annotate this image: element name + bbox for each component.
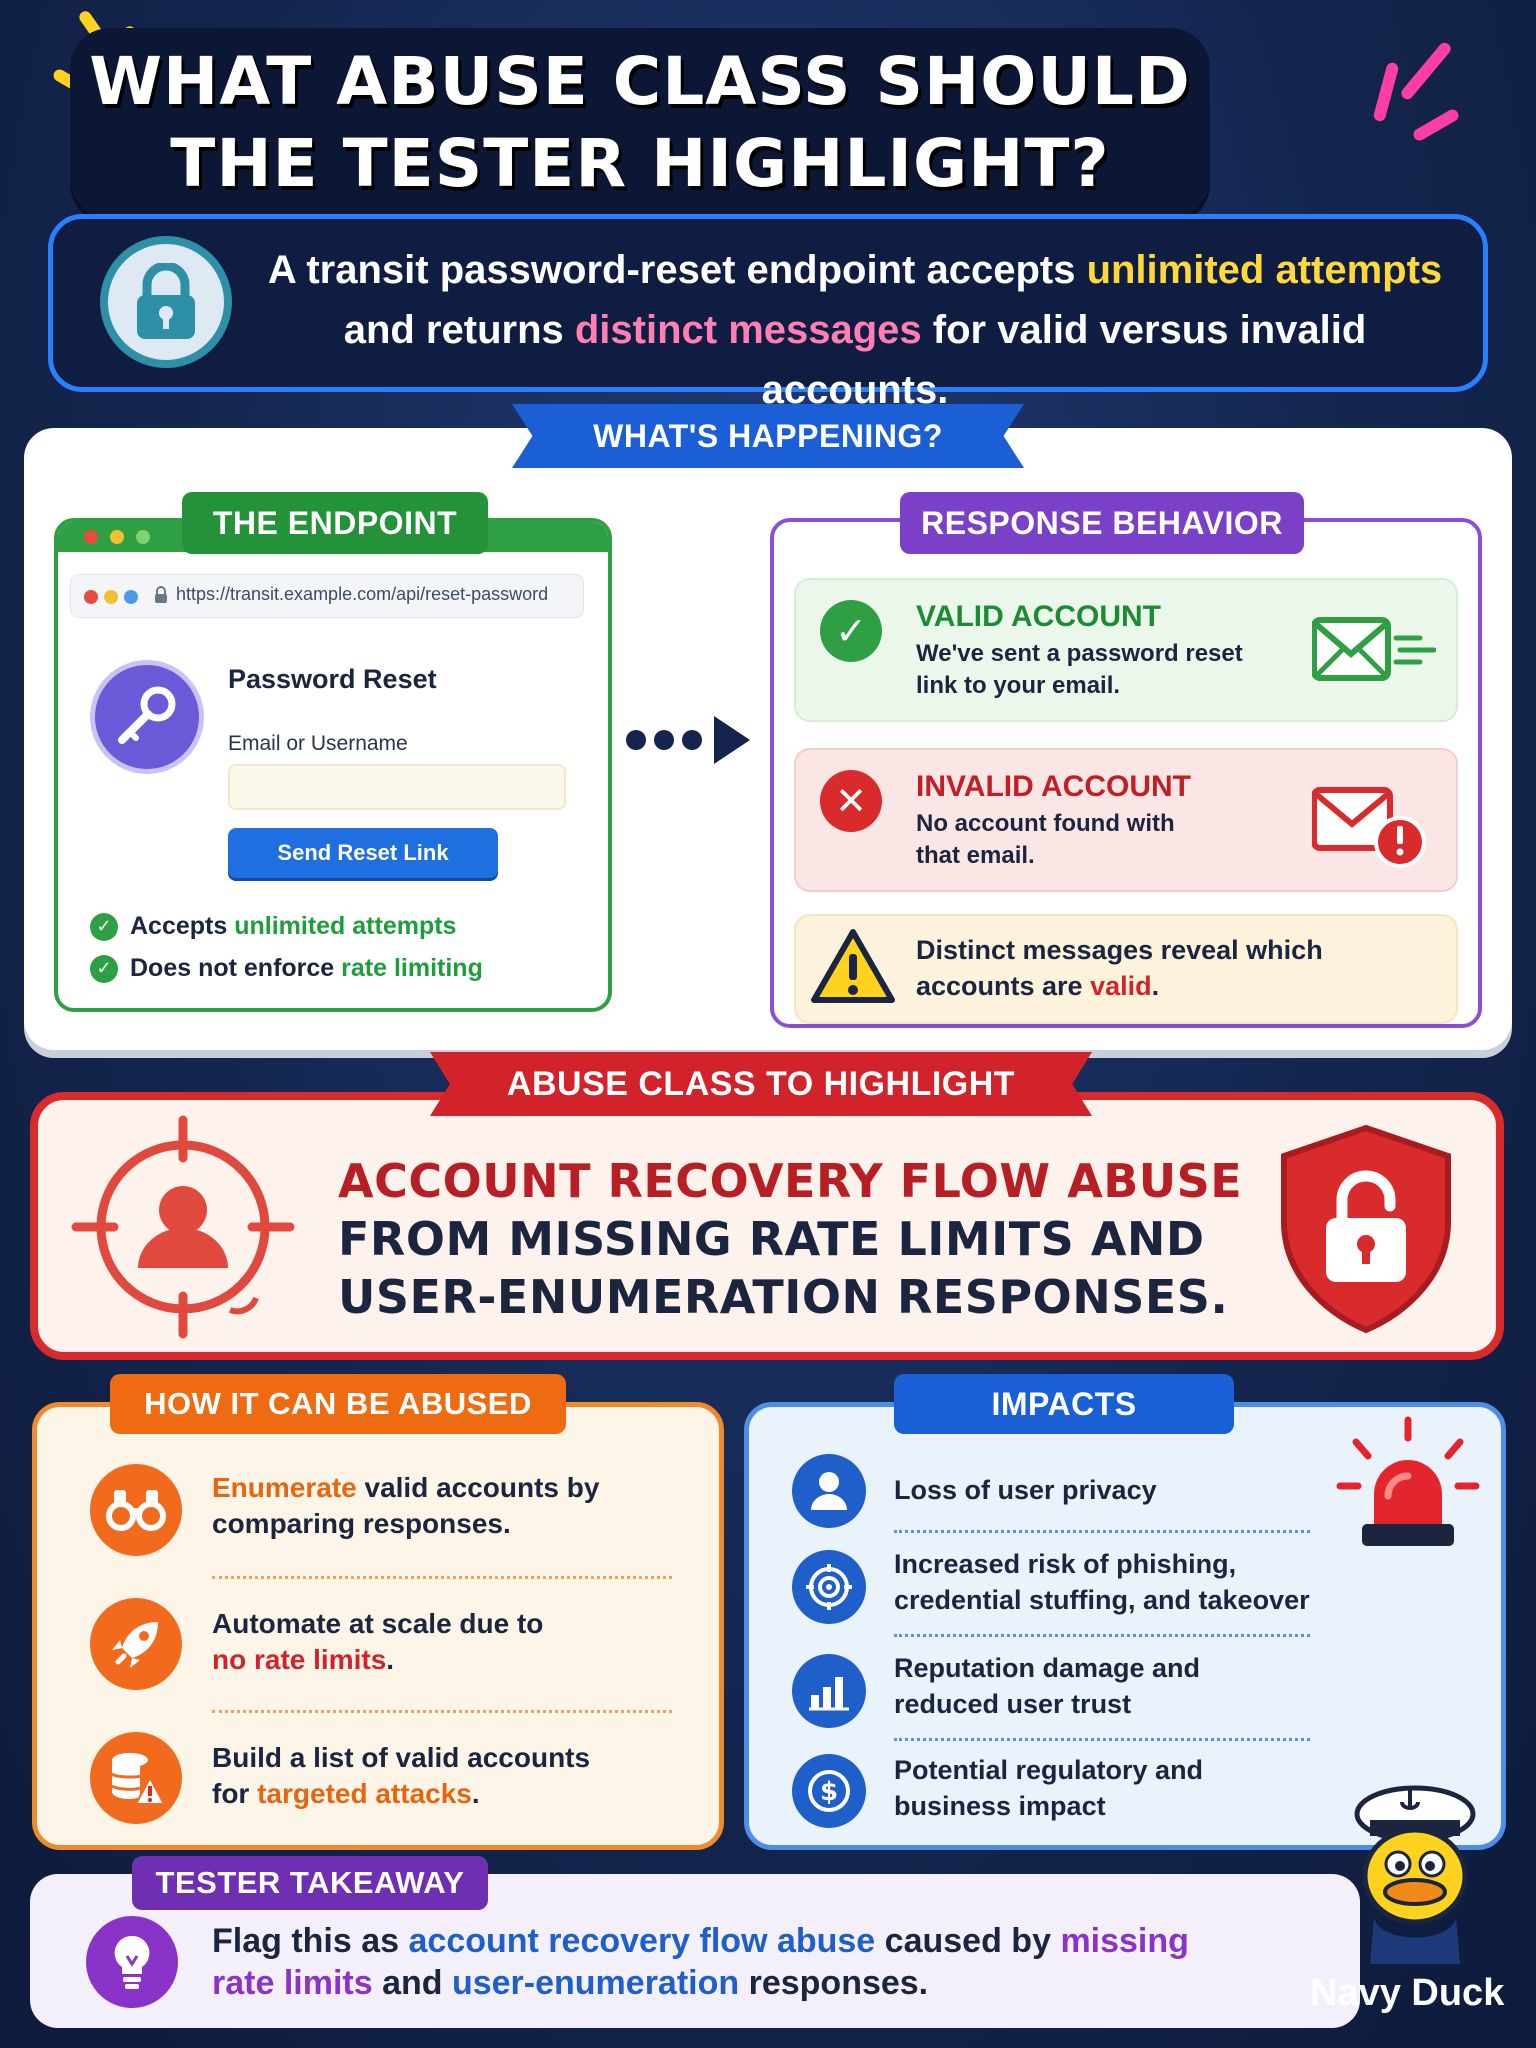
abuse-class-line3: USER-ENUMERATION RESPONSES. — [338, 1270, 1229, 1324]
shield-unlock-icon — [1278, 1124, 1454, 1339]
how-item-automate: Automate at scale due to no rate limits. — [212, 1608, 544, 1675]
window-dot-yellow — [110, 530, 124, 544]
page-title-line1: WHAT ABUSE CLASS SHOULD — [89, 43, 1191, 120]
tester-takeaway-label: TESTER TAKEAWAY — [132, 1856, 488, 1910]
warning-card — [794, 914, 1458, 1024]
intro-box — [48, 214, 1488, 392]
send-reset-link-button[interactable]: Send Reset Link — [228, 828, 498, 878]
window-dot-green — [136, 530, 150, 544]
invalid-account-title: INVALID ACCOUNT — [916, 770, 1191, 803]
invalid-account-message: No account found with that email. — [916, 810, 1175, 869]
impact-privacy: Loss of user privacy — [894, 1475, 1157, 1505]
x-circle-icon: ✕ — [820, 770, 882, 832]
valid-account-title: VALID ACCOUNT — [916, 600, 1161, 633]
whats-happening-label: WHAT'S HAPPENING? — [512, 404, 1024, 468]
check-icon: ✓ — [90, 954, 118, 983]
url-lock-icon — [154, 586, 168, 609]
abuse-class-line2: FROM MISSING RATE LIMITS AND — [338, 1212, 1205, 1266]
burst-right-3 — [1411, 107, 1461, 143]
browser-dot-red — [84, 590, 98, 604]
email-field[interactable] — [228, 764, 566, 810]
how-abused-label: HOW IT CAN BE ABUSED — [110, 1374, 566, 1434]
divider — [894, 1634, 1310, 1637]
warning-message: Distinct messages reveal which accounts … — [916, 935, 1323, 1001]
target-user-icon — [70, 1114, 296, 1345]
flow-arrow — [626, 714, 754, 766]
abuse-class-line1: ACCOUNT RECOVERY FLOW ABUSE — [338, 1154, 1243, 1208]
divider — [212, 1710, 672, 1713]
check-unlimited-attempts: ✓ Accepts unlimited attempts — [90, 912, 456, 941]
dollar-icon: $ — [792, 1754, 866, 1828]
divider — [212, 1576, 672, 1579]
how-item-enumerate: Enumerate valid accounts by comparing re… — [212, 1472, 600, 1539]
lock-icon — [100, 236, 232, 368]
impact-phishing: Increased risk of phishing, credential s… — [894, 1549, 1310, 1615]
bar-chart-icon — [792, 1654, 866, 1728]
warning-icon — [810, 928, 896, 1011]
divider — [894, 1738, 1310, 1741]
navy-duck-mascot — [1340, 1768, 1490, 1969]
arrow-head-icon — [714, 716, 750, 764]
browser-address-bar[interactable] — [70, 574, 584, 618]
binoculars-icon — [90, 1464, 182, 1556]
envelope-error-icon — [1311, 784, 1428, 875]
svg-text:$: $ — [820, 1777, 838, 1807]
envelope-sent-icon — [1311, 614, 1437, 693]
email-field-label: Email or Username — [228, 732, 408, 755]
lightbulb-icon — [86, 1916, 178, 2008]
burst-right-2 — [1372, 61, 1400, 123]
browser-dot-green — [124, 590, 138, 604]
user-icon — [792, 1454, 866, 1528]
brand-name: Navy Duck — [1310, 1972, 1505, 2014]
impact-reputation: Reputation damage and reduced user trust — [894, 1653, 1201, 1719]
database-warning-icon — [90, 1732, 182, 1824]
form-title: Password Reset — [228, 664, 437, 694]
highlight-distinct: distinct messages — [574, 308, 922, 352]
valid-account-message: We've sent a password reset link to your… — [916, 640, 1243, 699]
impacts-label: IMPACTS — [894, 1374, 1234, 1434]
rocket-icon — [90, 1598, 182, 1690]
divider — [894, 1530, 1310, 1533]
window-dot-red — [84, 530, 98, 544]
alarm-siren-icon — [1336, 1416, 1480, 1561]
check-icon: ✓ — [90, 912, 118, 941]
endpoint-url: https://transit.example.com/api/reset-pa… — [176, 584, 549, 604]
browser-dot-yellow — [104, 590, 118, 604]
key-icon — [90, 660, 204, 774]
abuse-class-label: ABUSE CLASS TO HIGHLIGHT — [430, 1052, 1092, 1116]
intro-text: A transit password-reset endpoint accept… — [267, 248, 1443, 412]
page-title-line2: THE TESTER HIGHLIGHT? — [170, 125, 1110, 202]
how-item-build-list: Build a list of valid accounts for targe… — [212, 1742, 591, 1809]
endpoint-label: THE ENDPOINT — [182, 492, 488, 554]
impact-regulatory: Potential regulatory and business impact — [894, 1755, 1204, 1821]
check-no-rate-limiting: ✓ Does not enforce rate limiting — [90, 954, 483, 983]
target-icon — [792, 1550, 866, 1624]
title-banner: WHAT ABUSE CLASS SHOULD THE TESTER HIGHL… — [70, 28, 1210, 218]
check-circle-icon: ✓ — [820, 600, 882, 662]
tester-takeaway-text: Flag this as account recovery flow abuse… — [212, 1922, 1189, 2002]
burst-right-1 — [1398, 40, 1454, 102]
highlight-unlimited: unlimited attempts — [1086, 248, 1443, 292]
response-behavior-label: RESPONSE BEHAVIOR — [900, 492, 1304, 554]
